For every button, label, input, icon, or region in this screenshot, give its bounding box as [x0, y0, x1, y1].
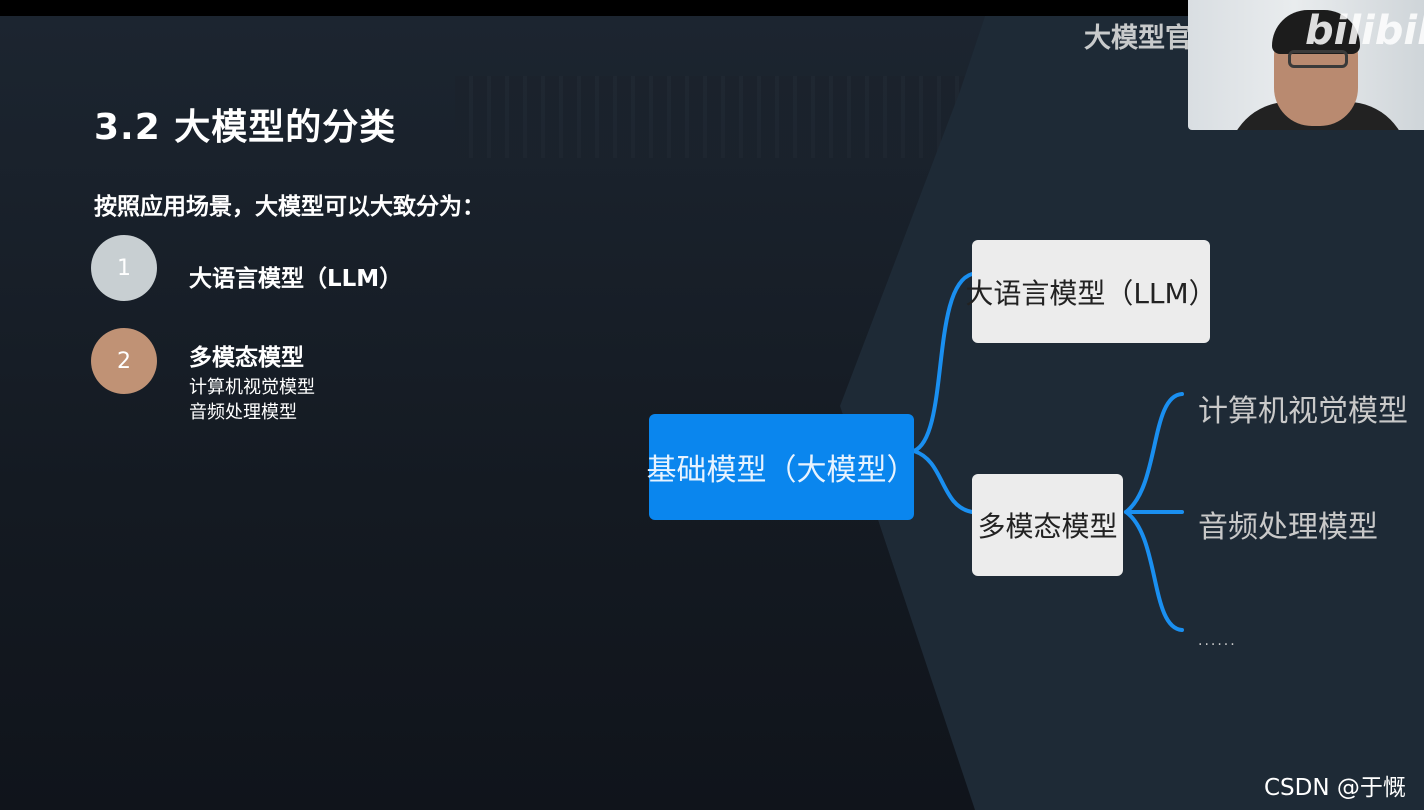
mindmap-leaf-more: ......	[1198, 633, 1237, 649]
item-label-llm: 大语言模型（LLM）	[189, 266, 403, 292]
slide-subtitle: 按照应用场景，大模型可以大致分为：	[94, 194, 485, 220]
mindmap-node-llm: 大语言模型（LLM）	[965, 240, 1217, 343]
video-top-bar	[0, 0, 1424, 16]
bilibili-logo-icon: bilibili	[1305, 8, 1424, 54]
mindmap-connectors	[912, 272, 1184, 632]
presenter-hair	[1272, 10, 1360, 54]
mindmap-root-node: 基础模型（大模型）	[647, 414, 917, 520]
mindmap-leaf-audio: 音频处理模型	[1198, 510, 1378, 545]
csdn-attribution: CSDN @于慨	[1264, 775, 1406, 801]
title-decoration-band	[455, 76, 975, 158]
connector-root-to-multimodal	[912, 449, 974, 514]
presenter-glasses	[1288, 50, 1348, 68]
mindmap-leaf-vision: 计算机视觉模型	[1198, 394, 1408, 429]
mindmap-node-multimodal: 多模态模型	[972, 474, 1123, 576]
slide: 3.2 大模型的分类 按照应用场景，大模型可以大致分为： 1 大语言模型（LLM…	[0, 16, 1424, 810]
connector-multimodal-to-more	[1124, 510, 1184, 632]
subitem-computer-vision: 计算机视觉模型	[189, 377, 315, 398]
presenter-webcam	[1188, 0, 1424, 130]
connector-multimodal-to-vision	[1124, 392, 1184, 514]
item-number-badge-1: 1	[91, 235, 157, 301]
item-label-multimodal: 多模态模型	[189, 345, 304, 371]
subitem-audio-processing: 音频处理模型	[189, 402, 297, 423]
slide-title: 3.2 大模型的分类	[94, 107, 397, 148]
item-number-badge-2: 2	[91, 328, 157, 394]
connector-root-to-llm	[912, 272, 974, 453]
